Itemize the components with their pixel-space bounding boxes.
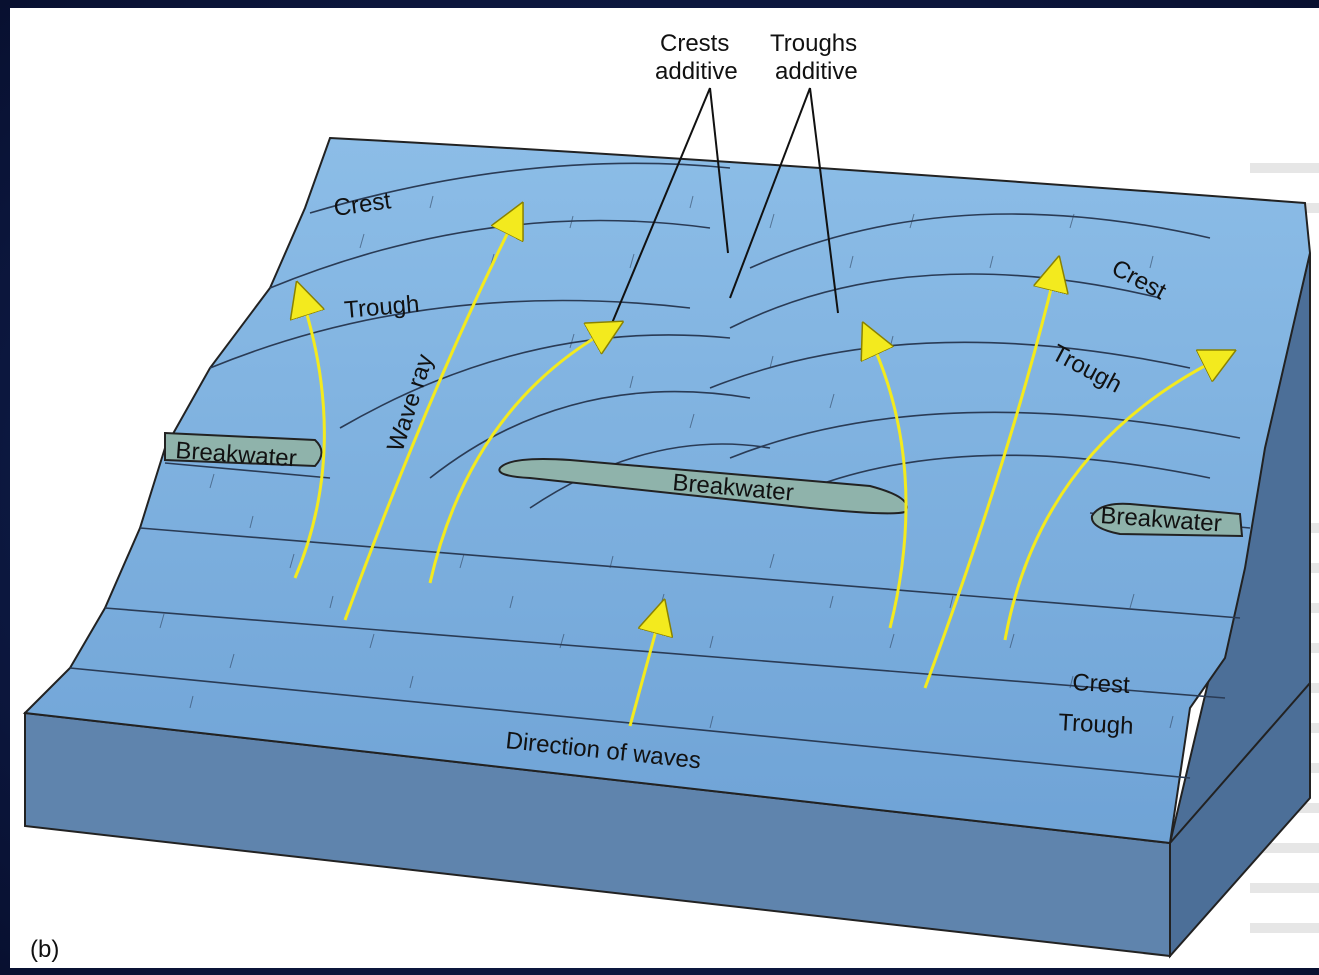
label-crests-additive-1: Crests xyxy=(660,30,729,57)
direction-arrow xyxy=(628,616,660,727)
diffracted-wave-arcs xyxy=(209,162,1241,509)
figure-caption: (b) xyxy=(30,936,60,963)
wave-ray-arrows xyxy=(295,218,1220,727)
label-crest-right-bottom: Crest xyxy=(1072,669,1131,699)
label-troughs-additive-2: additive xyxy=(775,58,858,85)
breakwater-right-shape xyxy=(1090,502,1244,538)
figure-panel: Crests additive Troughs additive Crest T… xyxy=(10,8,1319,968)
label-crests-additive-2: additive xyxy=(655,58,738,85)
block-right-face xyxy=(1169,252,1311,959)
wave-ray-arrow-6 xyxy=(1003,358,1220,641)
wave-refraction-diagram: Crests additive Troughs additive Crest T… xyxy=(22,30,1319,959)
wave-ray-arrow-1 xyxy=(295,298,326,579)
label-trough-right-bottom: Trough xyxy=(1058,709,1134,740)
wave-ray-arrow-2 xyxy=(343,218,515,621)
wave-ray-arrow-3 xyxy=(428,330,608,584)
wave-ray-arrow-4 xyxy=(870,338,908,629)
breakwater-left-shape xyxy=(164,431,323,468)
water-texture xyxy=(159,195,1174,729)
label-trough-left: Trough xyxy=(343,291,420,324)
additive-leader-lines xyxy=(609,87,839,329)
wave-ray-arrow-5 xyxy=(923,273,1055,689)
label-troughs-additive-1: Troughs xyxy=(770,30,857,57)
